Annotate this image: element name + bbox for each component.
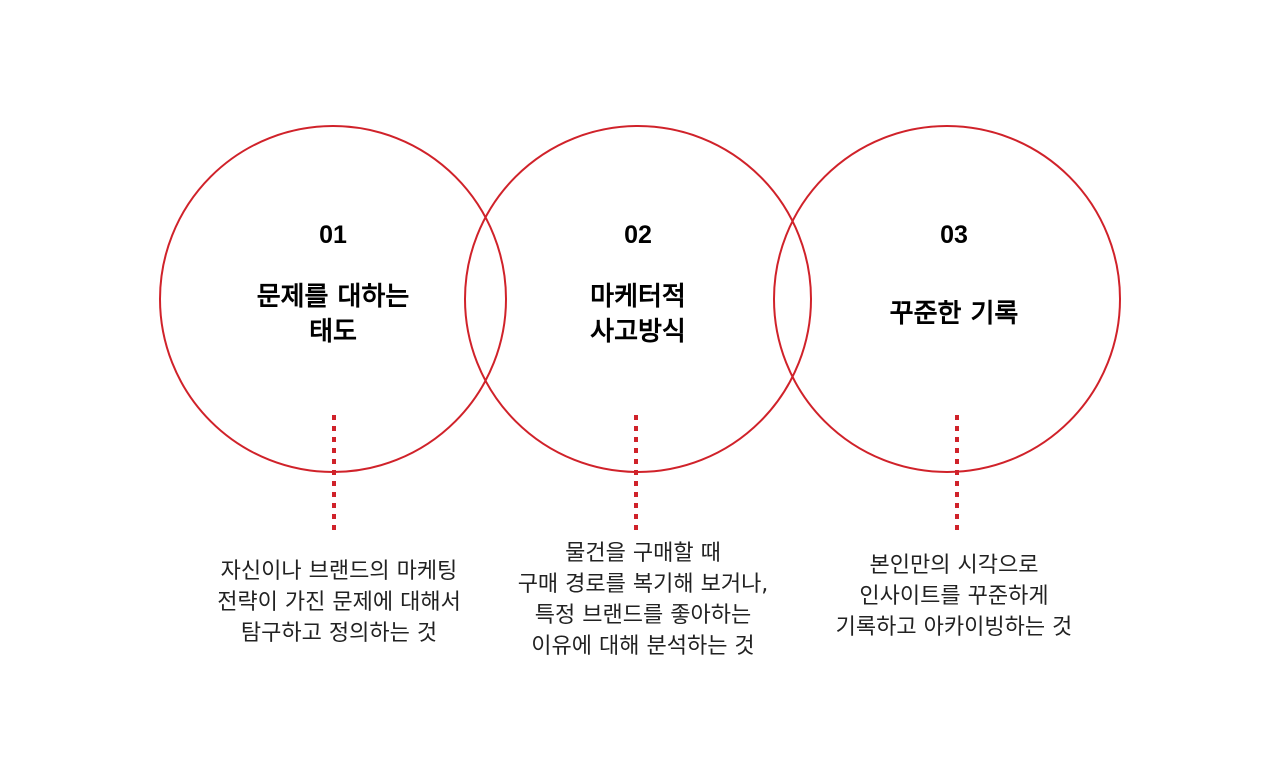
description-3-line: 기록하고 아카이빙하는 것 — [835, 615, 1073, 640]
circle-2-number: 02 — [624, 221, 652, 249]
description-3-line: 본인만의 시각으로 — [869, 553, 1039, 578]
description-2-line: 구매 경로를 복기해 보거나, — [517, 572, 769, 597]
circle-2: 02 마케터적 사고방식 — [468, 128, 808, 350]
description-1-line: 탐구하고 정의하는 것 — [240, 621, 438, 646]
circle-2-title-line: 사고방식 — [590, 317, 686, 347]
description-1: 자신이나 브랜드의 마케팅 전략이 가진 문제에 대해서 탐구하고 정의하는 것 — [149, 556, 529, 649]
description-2-line: 물건을 구매할 때 — [565, 541, 721, 566]
circle-3: 03 꾸준한 기록 — [784, 128, 1124, 332]
circle-2-title: 마케터적 사고방식 — [468, 280, 808, 350]
circle-2-title-line: 마케터적 — [590, 282, 686, 312]
circle-1-title: 문제를 대하는 태도 — [163, 280, 503, 350]
circle-1-title-line: 문제를 대하는 — [256, 282, 410, 312]
circle-3-title: 꾸준한 기록 — [784, 297, 1124, 332]
description-2: 물건을 구매할 때 구매 경로를 복기해 보거나, 특정 브랜드를 좋아하는 이… — [453, 538, 833, 662]
circle-1: 01 문제를 대하는 태도 — [163, 128, 503, 350]
description-2-line: 특정 브랜드를 좋아하는 — [534, 603, 752, 628]
circle-1-title-line: 태도 — [309, 317, 357, 347]
circle-1-number: 01 — [319, 221, 347, 249]
circle-3-ring — [773, 125, 1121, 473]
circle-3-title-line: 꾸준한 기록 — [889, 299, 1019, 329]
description-3: 본인만의 시각으로 인사이트를 꾸준하게 기록하고 아카이빙하는 것 — [764, 550, 1144, 643]
description-1-line: 자신이나 브랜드의 마케팅 — [220, 559, 458, 584]
description-3-line: 인사이트를 꾸준하게 — [859, 584, 1049, 609]
circle-3-number: 03 — [940, 221, 968, 249]
description-2-line: 이유에 대해 분석하는 것 — [531, 634, 755, 659]
description-1-line: 전략이 가진 문제에 대해서 — [217, 590, 461, 615]
